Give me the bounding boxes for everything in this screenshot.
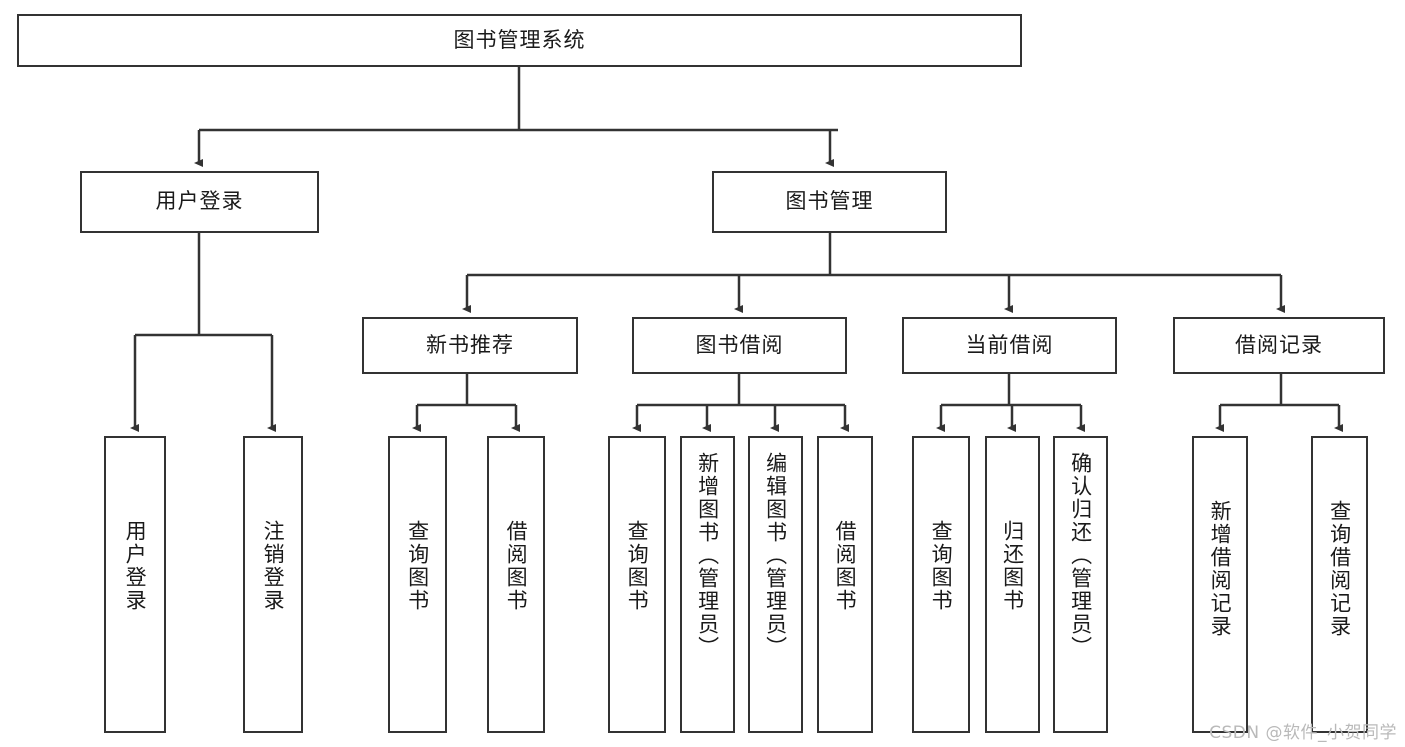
leaf-query-book-newrec-label: 查询图书 [405, 520, 430, 612]
leaf-edit-book-admin-label: 编辑图书（管理员） [763, 452, 788, 659]
leaf-user-login-label: 用户登录 [123, 520, 148, 612]
leaf-query-book-borrow-label: 查询图书 [625, 520, 650, 612]
leaf-return-book[interactable]: 归还图书 [985, 436, 1040, 733]
node-book-management-label: 图书管理 [785, 189, 874, 214]
leaf-borrow-book-label: 借阅图书 [833, 520, 858, 612]
leaf-query-book-current[interactable]: 查询图书 [912, 436, 970, 733]
leaf-add-borrow-record[interactable]: 新增借阅记录 [1192, 436, 1248, 733]
leaf-query-borrow-record[interactable]: 查询借阅记录 [1311, 436, 1368, 733]
leaf-confirm-return-admin[interactable]: 确认归还（管理员） [1053, 436, 1108, 733]
leaf-borrow-book[interactable]: 借阅图书 [817, 436, 873, 733]
node-current-borrow[interactable]: 当前借阅 [902, 317, 1117, 374]
node-book-management[interactable]: 图书管理 [712, 171, 947, 233]
node-root[interactable]: 图书管理系统 [17, 14, 1022, 67]
leaf-add-book-admin-label: 新增图书（管理员） [695, 452, 720, 659]
leaf-query-book-borrow[interactable]: 查询图书 [608, 436, 666, 733]
node-user-login[interactable]: 用户登录 [80, 171, 319, 233]
node-new-book-recommend[interactable]: 新书推荐 [362, 317, 578, 374]
leaf-confirm-return-admin-label: 确认归还（管理员） [1068, 452, 1093, 659]
leaf-return-book-label: 归还图书 [1000, 520, 1025, 612]
leaf-query-book-newrec[interactable]: 查询图书 [388, 436, 447, 733]
leaf-borrow-book-newrec-label: 借阅图书 [504, 520, 529, 612]
node-borrow-record[interactable]: 借阅记录 [1173, 317, 1385, 374]
leaf-borrow-book-newrec[interactable]: 借阅图书 [487, 436, 545, 733]
leaf-query-borrow-record-label: 查询借阅记录 [1327, 500, 1352, 638]
leaf-query-book-current-label: 查询图书 [929, 520, 954, 612]
leaf-logout-label: 注销登录 [261, 520, 286, 612]
leaf-logout[interactable]: 注销登录 [243, 436, 303, 733]
leaf-add-book-admin[interactable]: 新增图书（管理员） [680, 436, 735, 733]
node-current-borrow-label: 当前借阅 [965, 332, 1054, 357]
node-book-borrow-label: 图书借阅 [695, 332, 784, 357]
leaf-user-login[interactable]: 用户登录 [104, 436, 166, 733]
node-book-borrow[interactable]: 图书借阅 [632, 317, 847, 374]
csdn-watermark: CSDN @软件_小贺同学 [1209, 723, 1397, 743]
node-borrow-record-label: 借阅记录 [1235, 332, 1323, 357]
node-root-label: 图书管理系统 [453, 27, 586, 52]
leaf-add-borrow-record-label: 新增借阅记录 [1208, 500, 1233, 638]
node-new-book-recommend-label: 新书推荐 [426, 332, 514, 357]
node-user-login-label: 用户登录 [155, 189, 244, 214]
leaf-edit-book-admin[interactable]: 编辑图书（管理员） [748, 436, 803, 733]
